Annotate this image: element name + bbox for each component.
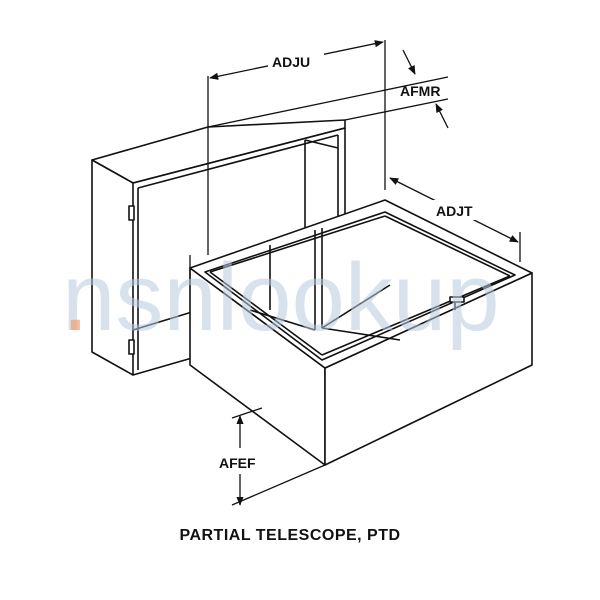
afef-label: AFEF bbox=[219, 455, 256, 471]
afmr-arrow-top bbox=[402, 49, 416, 75]
afmr-arrow-bottom bbox=[435, 103, 449, 129]
figure-caption: PARTIAL TELESCOPE, PTD bbox=[179, 527, 401, 544]
watermark-dot: . bbox=[62, 244, 89, 351]
adju-label: ADJU bbox=[272, 54, 310, 70]
afmr-label: AFMR bbox=[400, 83, 440, 99]
watermark-text: nsnlookup bbox=[62, 244, 500, 351]
watermark: nsnlookup . bbox=[62, 244, 500, 351]
adjt-label: ADJT bbox=[436, 203, 473, 219]
